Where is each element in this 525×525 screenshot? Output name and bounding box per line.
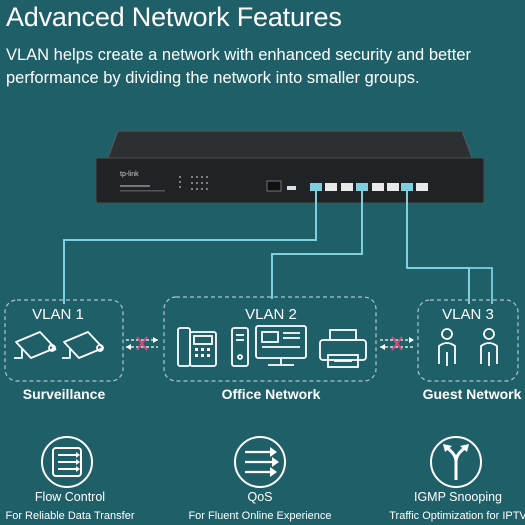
cable-guest: [407, 267, 470, 304]
vlan-2-label: VLAN 2: [245, 306, 297, 323]
desktop-tower-icon: [231, 327, 249, 367]
igmp-snooping-icon: [430, 436, 482, 488]
flow-control-icon: [41, 436, 93, 488]
switch-brand-logo: tp-link: [120, 171, 139, 178]
vlan-1-label: VLAN 1: [32, 306, 84, 323]
vlan-2-box: [163, 296, 377, 382]
sfp-ports: [310, 183, 428, 191]
qos-icon: [234, 436, 286, 488]
blocked-arrow-right: [380, 336, 414, 351]
person-icon: [438, 328, 456, 366]
status-leds: [179, 176, 208, 190]
feature-subtitle-qos: For Fluent Online Experience: [188, 510, 332, 522]
vlan-3-label: VLAN 3: [442, 306, 494, 323]
camera-icon: [62, 331, 104, 359]
page-subtitle: VLAN helps create a network with enhance…: [6, 46, 472, 87]
page-title: Advanced Network Features: [6, 2, 342, 32]
feature-title-flow-control: Flow Control: [34, 490, 106, 504]
cable-lines: [63, 191, 493, 304]
blocked-arrow-left: [126, 336, 158, 351]
feature-title-qos: QoS: [247, 490, 273, 504]
printer-icon: [319, 329, 367, 368]
vlan-1-box: [4, 299, 124, 382]
person-icon: [480, 328, 498, 366]
feature-subtitle-flow-control: For Reliable Data Transfer: [5, 510, 135, 522]
console-port: [266, 180, 282, 192]
group-label-surveillance: Surveillance: [22, 386, 106, 402]
group-label-guest-network: Guest Network: [422, 386, 522, 402]
usb-port: [287, 186, 296, 190]
monitor-icon: [255, 325, 307, 366]
ip-phone-icon: [177, 327, 217, 367]
feature-subtitle-igmp-snooping: Traffic Optimization for IPTV: [389, 510, 525, 522]
vlan-3-box: [417, 299, 519, 382]
feature-title-igmp-snooping: IGMP Snooping: [413, 490, 503, 504]
group-label-office-network: Office Network: [221, 386, 321, 402]
network-switch: tp-link: [95, 130, 485, 204]
camera-icon: [14, 331, 57, 359]
